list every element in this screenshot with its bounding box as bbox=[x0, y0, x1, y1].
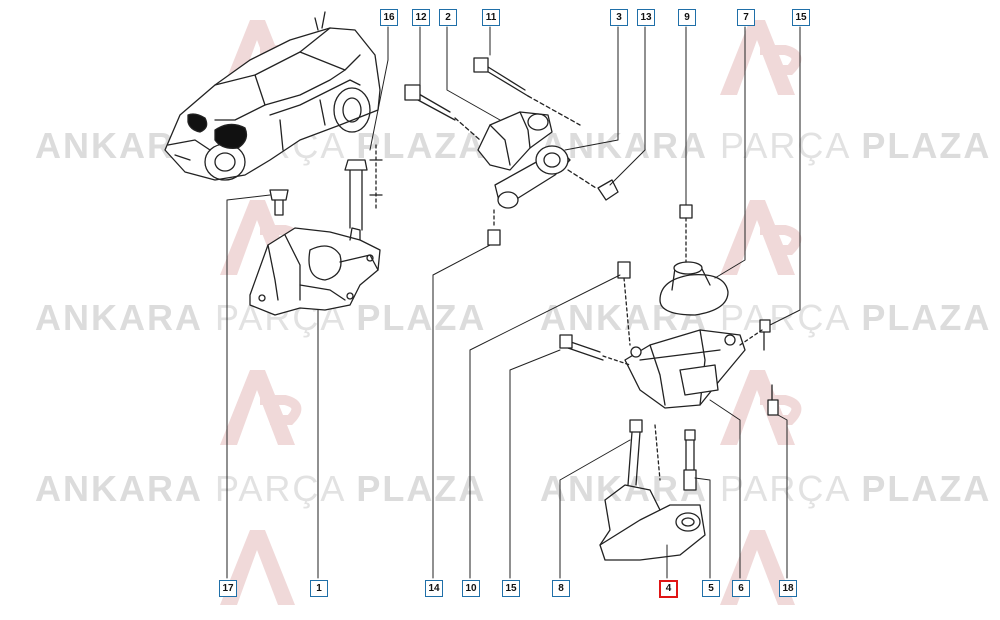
watermark-logo bbox=[720, 370, 802, 445]
callout-14[interactable]: 14 bbox=[425, 580, 443, 597]
car-illustration bbox=[164, 11, 381, 181]
callout-13[interactable]: 13 bbox=[637, 9, 655, 26]
callout-6[interactable]: 6 bbox=[732, 580, 750, 597]
lower-bracket bbox=[599, 419, 706, 561]
torque-rod-assembly bbox=[404, 57, 619, 246]
callout-11[interactable]: 11 bbox=[482, 9, 500, 26]
callout-16[interactable]: 16 bbox=[380, 9, 398, 26]
callout-8[interactable]: 8 bbox=[552, 580, 570, 597]
watermark-logo bbox=[220, 370, 302, 445]
engine-mount-left bbox=[249, 144, 383, 316]
watermark-logo bbox=[720, 20, 802, 95]
callout-18[interactable]: 18 bbox=[779, 580, 797, 597]
watermark-text: ANKARA PARÇA PLAZA bbox=[35, 468, 487, 509]
callout-12[interactable]: 12 bbox=[412, 9, 430, 26]
callout-15-top[interactable]: 15 bbox=[792, 9, 810, 26]
leader-lines bbox=[226, 26, 801, 579]
callout-5[interactable]: 5 bbox=[702, 580, 720, 597]
watermark-logo bbox=[220, 530, 295, 605]
callout-15-bottom[interactable]: 15 bbox=[502, 580, 520, 597]
parts-line-drawing bbox=[164, 11, 801, 579]
callout-1[interactable]: 1 bbox=[310, 580, 328, 597]
callout-10[interactable]: 10 bbox=[462, 580, 480, 597]
callout-3[interactable]: 3 bbox=[610, 9, 628, 26]
watermark-logo bbox=[720, 200, 802, 275]
callout-9[interactable]: 9 bbox=[678, 9, 696, 26]
callout-4-selected[interactable]: 4 bbox=[659, 580, 678, 598]
watermark-text: ANKARA PARÇA PLAZA bbox=[540, 125, 992, 166]
callout-2[interactable]: 2 bbox=[439, 9, 457, 26]
callout-17[interactable]: 17 bbox=[219, 580, 237, 597]
exploded-parts-diagram: ANKARA PARÇA PLAZA ANKARA PARÇA PLAZA AN… bbox=[35, 9, 992, 605]
callout-7[interactable]: 7 bbox=[737, 9, 755, 26]
watermark-text: ANKARA PARÇA PLAZA bbox=[540, 468, 992, 509]
watermark-text: ANKARA PARÇA PLAZA bbox=[540, 297, 992, 338]
gearbox-mount-right bbox=[559, 204, 779, 416]
